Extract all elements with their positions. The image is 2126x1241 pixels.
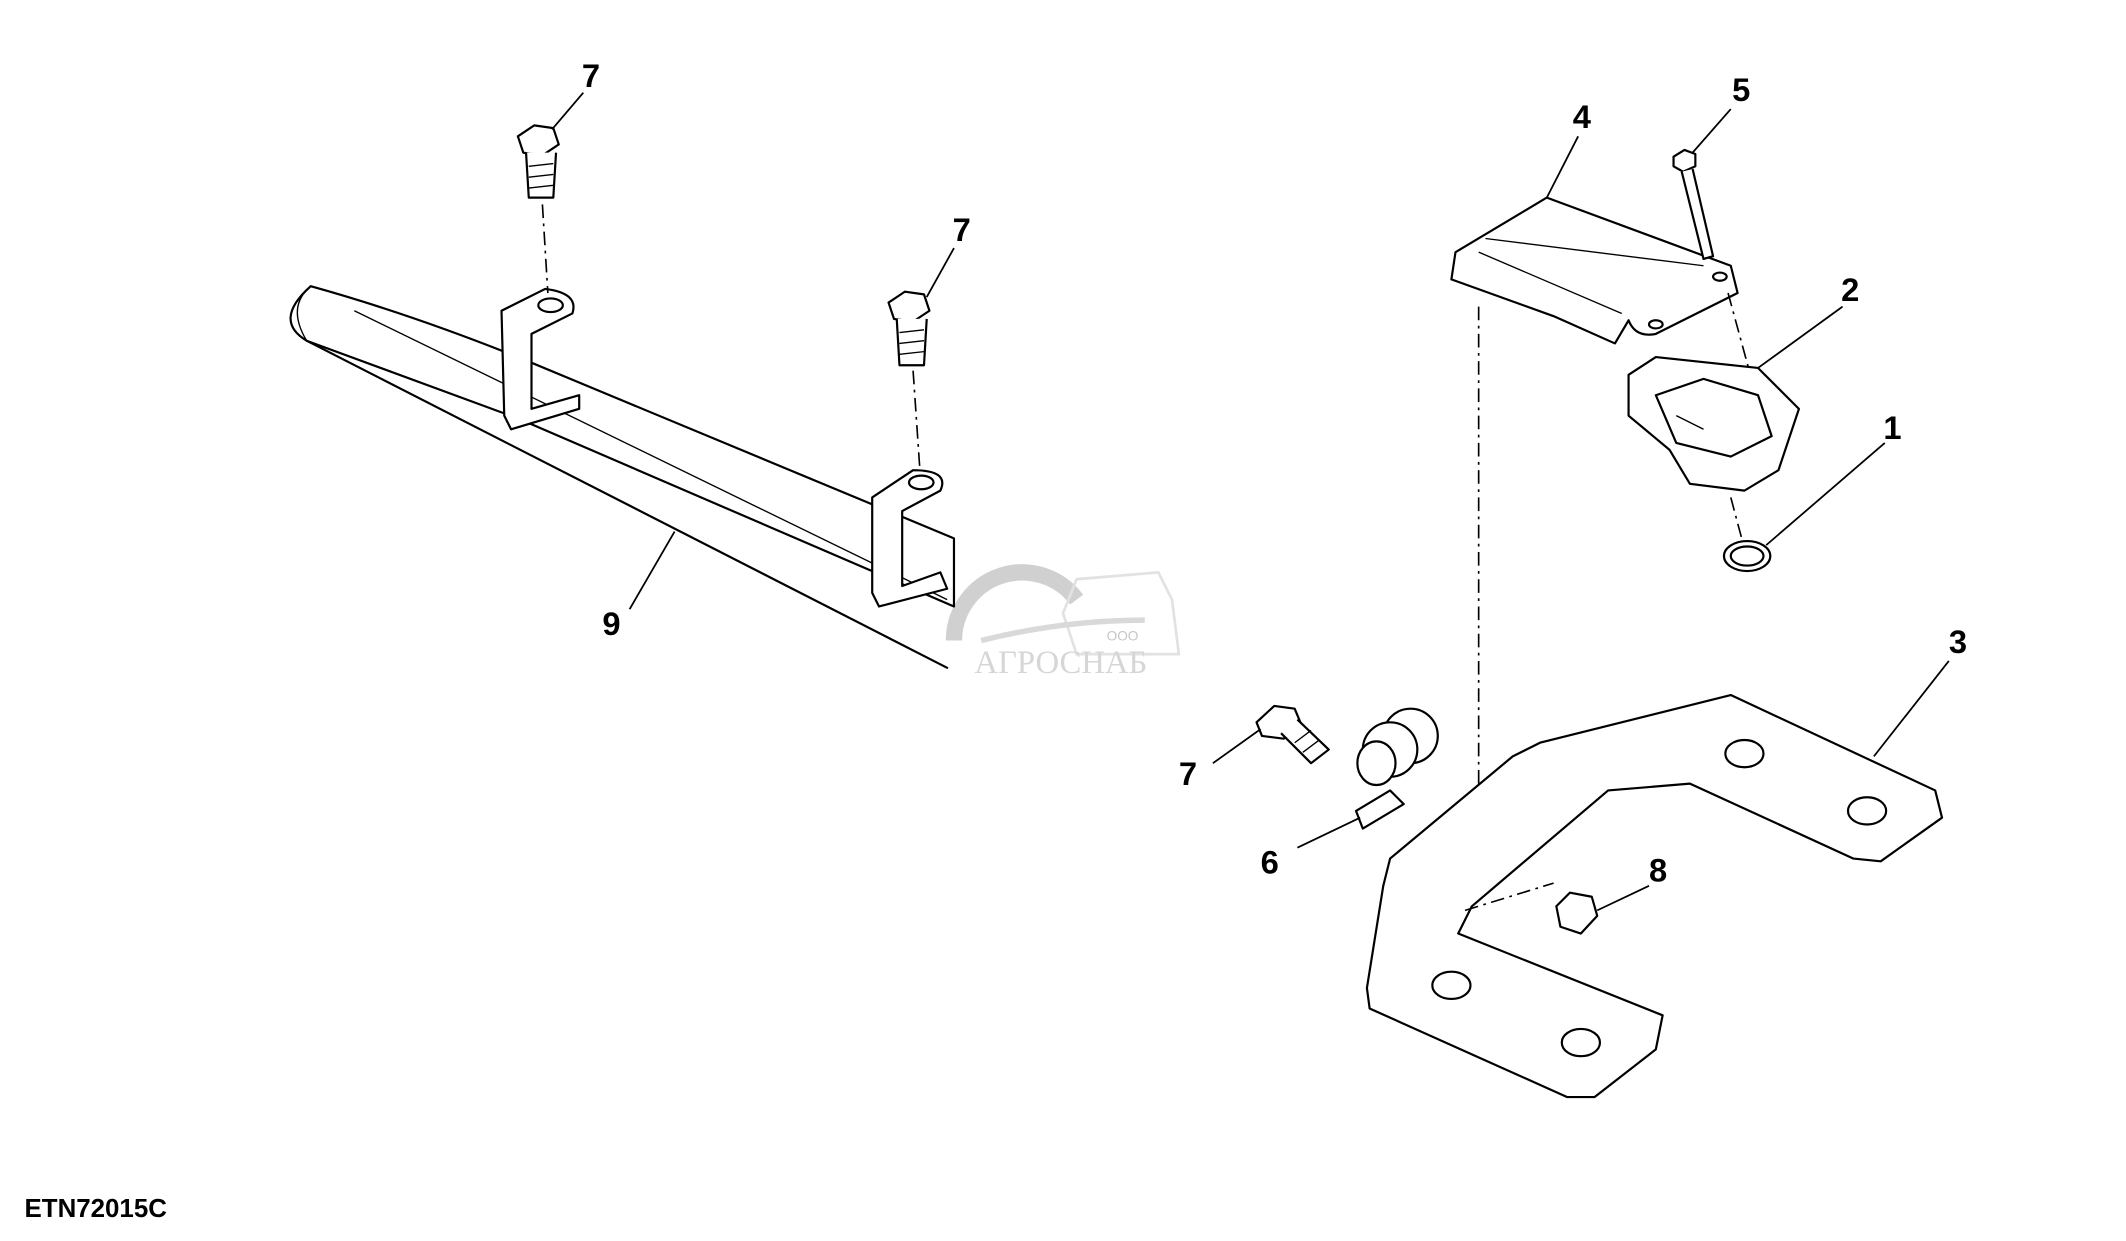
alignment-lines-left xyxy=(541,204,921,471)
callout-bolt-top-left: 7 xyxy=(582,57,600,94)
mount-plate-part-3 xyxy=(1365,693,1944,1099)
bolt-lower xyxy=(1255,704,1330,765)
figure-code: ETN72015C xyxy=(25,1195,167,1223)
combine-harvester-icon xyxy=(1061,570,1181,656)
callout-o-ring: 1 xyxy=(1883,409,1901,446)
tube-bracket-right xyxy=(871,469,949,608)
callout-sensor: 2 xyxy=(1841,271,1859,308)
callout-bolt-lower: 7 xyxy=(1179,755,1197,792)
leader-lines xyxy=(551,92,1950,912)
clamp-part-6 xyxy=(1354,707,1439,830)
sensor-part-2 xyxy=(1627,355,1801,492)
callout-screw: 5 xyxy=(1732,71,1750,108)
gear-icon xyxy=(945,564,1084,641)
screw-part-5 xyxy=(1672,148,1715,261)
callout-tube: 9 xyxy=(602,605,620,642)
callout-bracket-cover: 4 xyxy=(1573,98,1591,135)
bolt-top-left xyxy=(516,124,560,199)
watermark-prefix: ООО xyxy=(1107,629,1139,644)
watermark-logo: ООО АГРОСНАБ xyxy=(945,564,1181,681)
nut-part-8 xyxy=(1464,882,1599,935)
callout-bolt-top-mid: 7 xyxy=(953,211,971,248)
tube-part-9 xyxy=(289,285,956,669)
bracket-cover-part-4 xyxy=(1450,196,1739,345)
callout-clamp: 6 xyxy=(1261,844,1279,881)
watermark-name: АГРОСНАБ xyxy=(974,645,1147,681)
callout-mount-plate: 3 xyxy=(1949,623,1967,660)
alignment-lines-right xyxy=(1477,292,1750,818)
tube-bracket-left xyxy=(500,287,581,431)
callout-nut: 8 xyxy=(1649,852,1667,889)
o-ring-part-1 xyxy=(1722,539,1772,573)
bolt-top-mid xyxy=(887,290,931,367)
